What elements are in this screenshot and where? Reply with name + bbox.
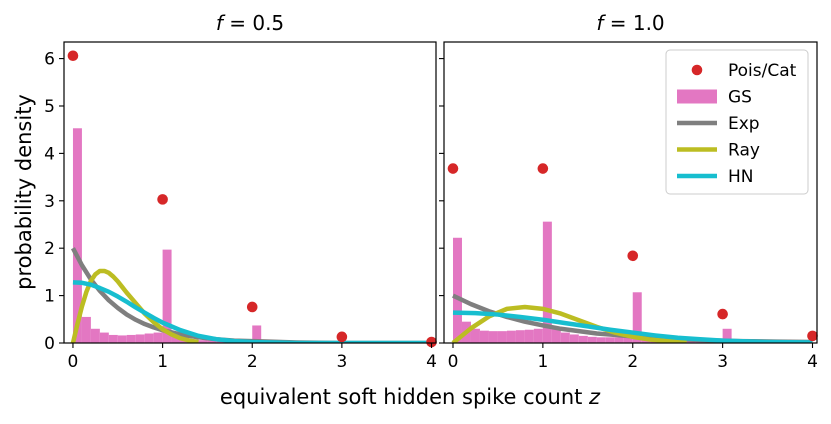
x-tick-label: 3 xyxy=(717,352,728,372)
gs-bar xyxy=(686,341,696,343)
gs-bar xyxy=(162,249,172,343)
legend-label-pois-cat: Pois/Cat xyxy=(728,61,797,81)
pois-cat-point xyxy=(807,330,818,342)
gs-bar xyxy=(542,221,552,343)
gs-bar xyxy=(252,325,262,343)
gs-bar xyxy=(108,334,118,343)
gs-bar xyxy=(533,328,543,343)
gs-bar xyxy=(515,330,525,343)
y-axis-label: probability density xyxy=(12,94,36,290)
gs-bar xyxy=(569,334,579,343)
gs-bar xyxy=(198,340,208,343)
x-tick-label: 2 xyxy=(247,352,258,372)
x-axis-label: equivalent soft hidden spike count z xyxy=(220,385,601,409)
gs-bar xyxy=(153,332,163,343)
gs-bar xyxy=(497,331,507,343)
legend-marker-pois-cat xyxy=(691,64,703,76)
x-tick-label: 3 xyxy=(336,352,347,372)
axes-frame xyxy=(63,41,437,344)
gs-bar xyxy=(470,328,480,343)
pois-cat-point xyxy=(246,301,258,313)
gs-bar xyxy=(144,333,154,343)
y-tick-label: 1 xyxy=(44,287,55,307)
panel-title: f = 0.5 xyxy=(216,11,284,35)
gs-bar xyxy=(506,330,516,343)
pois-cat-point xyxy=(336,331,348,343)
x-tick-label: 4 xyxy=(807,352,818,372)
gs-bar xyxy=(551,328,561,343)
gs-bar xyxy=(623,336,633,343)
x-tick-label: 2 xyxy=(627,352,638,372)
y-tick-label: 3 xyxy=(44,192,55,212)
gs-bar xyxy=(632,292,642,343)
y-tick-label: 4 xyxy=(44,144,55,164)
gs-bar xyxy=(72,128,82,343)
plot-area xyxy=(451,221,813,343)
x-tick-label: 1 xyxy=(537,352,548,372)
gs-bar xyxy=(81,316,91,343)
legend-box xyxy=(665,49,809,195)
panel-left: 0 1 2 3 4 0 1 2 3 4 5 6 f = 0.5 xyxy=(44,11,437,372)
gs-bar xyxy=(207,340,217,343)
legend-label-gs: GS xyxy=(728,88,752,108)
gs-bar xyxy=(587,336,597,343)
y-tick-label: 2 xyxy=(44,239,55,259)
gs-bar xyxy=(117,335,127,343)
y-tick-label: 0 xyxy=(44,334,55,354)
gs-bar xyxy=(578,335,588,343)
gs-bar xyxy=(479,330,489,343)
pois-cat-point xyxy=(447,163,459,174)
y-tick-label: 5 xyxy=(44,97,55,117)
x-tick-label: 0 xyxy=(68,352,79,372)
pois-cat-point xyxy=(717,308,728,320)
gs-bar xyxy=(135,334,145,343)
gs-bar xyxy=(524,329,534,343)
axes-frame xyxy=(443,41,818,344)
gs-bar xyxy=(605,337,615,343)
legend-label-exp: Exp xyxy=(728,114,760,134)
pois-cat-point xyxy=(157,194,168,205)
panel-title: f = 1.0 xyxy=(596,11,664,35)
x-tick-label: 0 xyxy=(448,352,459,372)
gs-bar xyxy=(596,337,606,343)
ray-curve xyxy=(70,268,199,343)
legend-label-hn: HN xyxy=(728,167,754,187)
gs-bar xyxy=(99,332,109,343)
hn-curve xyxy=(452,310,813,343)
gs-bar xyxy=(126,334,136,343)
pois-cat-point xyxy=(426,336,437,348)
gs-bar xyxy=(216,341,226,343)
pois-cat-point xyxy=(67,50,79,62)
x-tick-label: 4 xyxy=(426,352,437,372)
gs-bar xyxy=(614,337,624,343)
gs-bar xyxy=(90,328,100,343)
gs-bar xyxy=(722,328,732,343)
legend-marker-gs xyxy=(677,89,717,104)
x-tick-label: 1 xyxy=(157,352,168,372)
y-tick-label: 6 xyxy=(44,50,55,70)
pois-cat-point xyxy=(537,163,549,174)
gs-bar xyxy=(560,332,570,343)
plot-area xyxy=(70,128,432,343)
hn-curve xyxy=(72,280,432,343)
legend-label-ray: Ray xyxy=(728,141,760,161)
gs-bar xyxy=(452,237,462,343)
gs-bar xyxy=(488,331,498,343)
pois-cat-point xyxy=(627,250,639,262)
